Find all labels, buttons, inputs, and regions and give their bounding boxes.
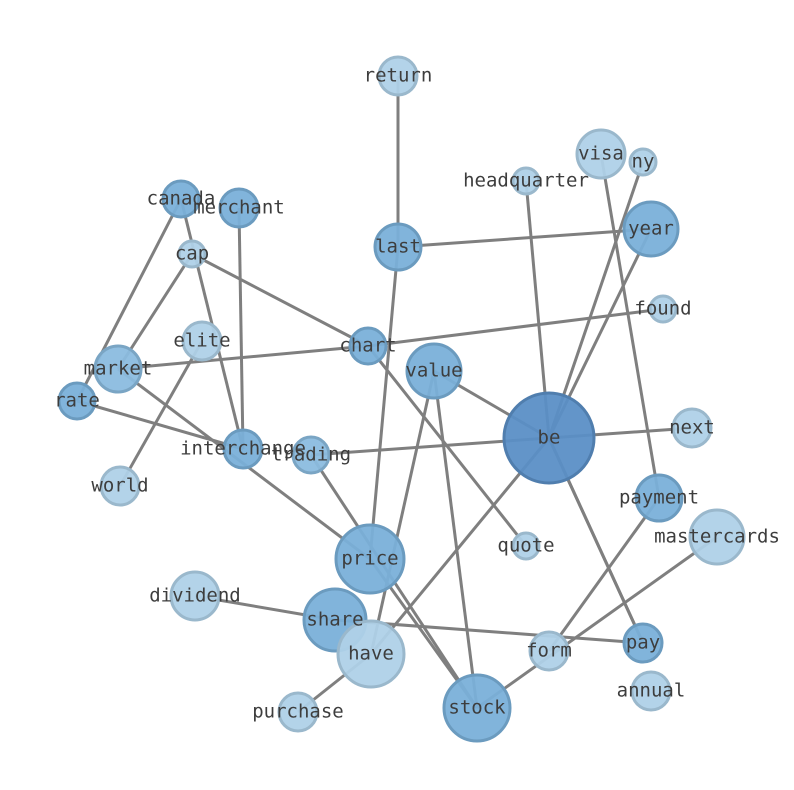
node-label-trading: trading [271,444,351,466]
node-label-rate: rate [54,390,100,412]
node-canada [161,179,201,219]
node-label-form: form [526,640,572,662]
edge-found-chart [367,307,664,348]
node-label-stock: stock [448,697,506,719]
label-layer: be price stock share have value year last paymen… [54,65,780,723]
node-headquarter [511,166,541,196]
node-year [622,200,680,258]
edge-payment-form [547,497,661,652]
node-value [405,342,463,400]
edge-value-have [369,370,436,655]
node-trading [291,435,331,475]
edge-be-ny [547,161,645,439]
node-label-quote: quote [497,535,554,557]
node-world [99,465,141,507]
node-label-visa: visa [578,143,624,165]
node-layer [57,55,746,743]
node-have [336,619,406,689]
node-payment [634,473,684,523]
edge-merchant-interchange [237,207,245,450]
node-label-canada: canada [147,188,216,210]
node-elite [181,320,223,362]
node-label-ny: ny [632,151,655,173]
node-be [502,391,596,485]
node-rate [57,381,97,421]
node-label-purchase: purchase [252,701,344,723]
node-ny [628,147,658,177]
node-mastercards [688,508,746,566]
node-label-world: world [91,475,148,497]
node-dividend [169,570,221,622]
node-chart [348,326,388,366]
node-stock [442,673,512,743]
edge-value-stock [432,370,479,709]
node-quote [511,531,541,561]
edge-last-price [368,246,400,560]
node-found [648,294,678,324]
edge-chart-quote [366,345,528,547]
edge-elite-world [118,340,204,487]
edge-last-year [397,227,652,249]
node-visa [575,128,627,180]
node-merchant [218,187,260,229]
node-label-annual: annual [617,680,686,702]
node-label-next: next [669,417,715,439]
node-label-found: found [634,298,691,320]
node-label-mastercards: mastercards [654,526,780,548]
node-label-share: share [306,609,363,631]
node-label-market: market [84,358,153,380]
edge-mastercards-stock [476,535,718,710]
node-last [373,222,423,272]
node-label-return: return [364,65,433,87]
node-label-headquarter: headquarter [463,170,589,192]
node-label-chart: chart [339,335,396,357]
node-pay [622,622,664,664]
node-label-elite: elite [173,330,230,352]
node-market [93,344,143,394]
node-label-price: price [341,548,398,570]
node-label-pay: pay [626,632,660,654]
node-purchase [277,691,319,733]
edge-visa-payment [599,153,661,499]
node-cap [177,239,207,269]
node-label-cap: cap [175,243,209,265]
edge-chart-market [117,344,369,371]
edge-layer [75,76,718,714]
node-label-dividend: dividend [149,585,241,607]
node-return [377,55,419,97]
node-label-value: value [405,360,462,382]
edge-be-have [369,437,551,655]
node-label-year: year [628,218,674,240]
node-annual [630,670,672,712]
node-label-have: have [348,643,394,665]
node-label-payment: payment [619,487,699,509]
node-label-merchant: merchant [193,197,285,219]
node-next [671,407,713,449]
node-label-interchange: interchange [180,438,306,460]
node-interchange [222,428,264,470]
node-label-be: be [538,427,561,449]
node-price [334,523,406,595]
node-form [528,630,570,672]
node-label-last: last [375,236,421,258]
edge-cap-chart [191,252,369,348]
